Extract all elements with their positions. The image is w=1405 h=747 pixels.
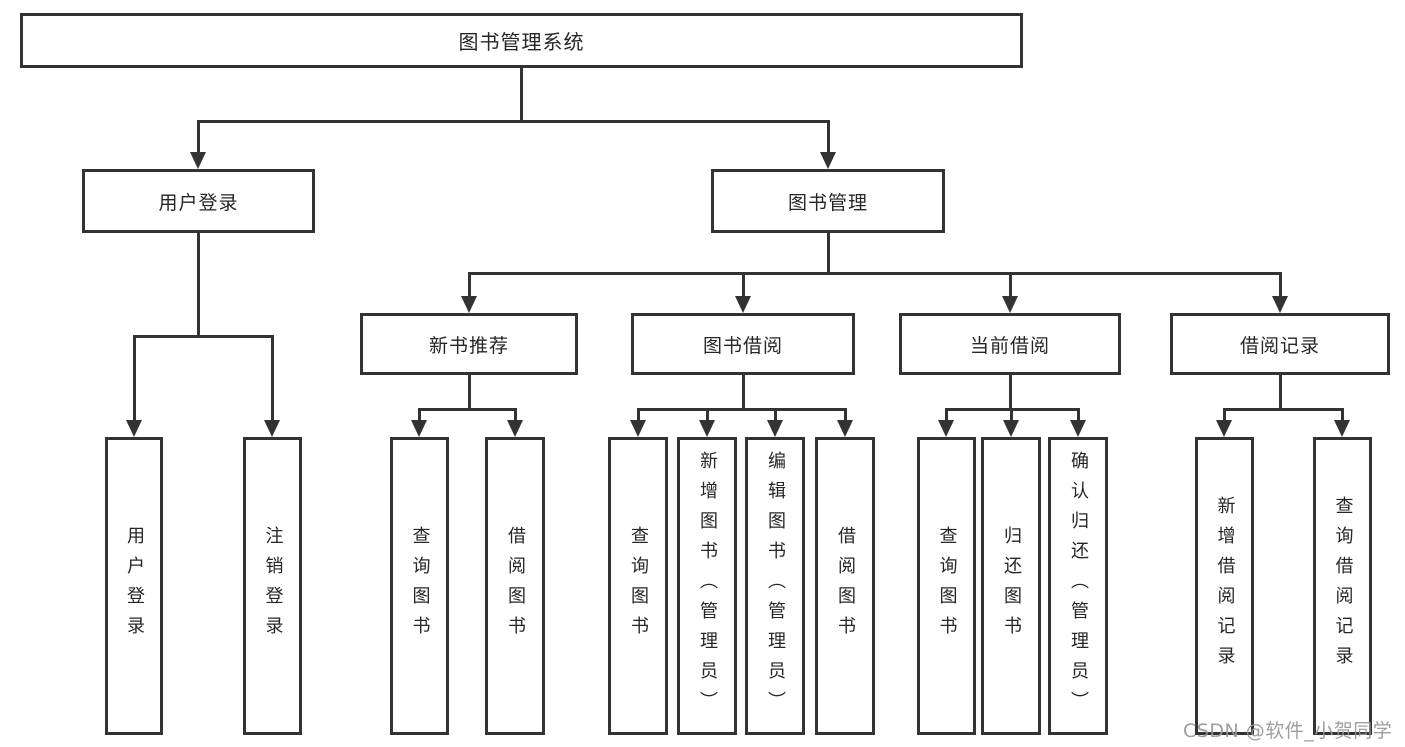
node-borrow-records: 借阅记录 xyxy=(1170,313,1390,375)
connector-rail-book-borrow-to-leaves xyxy=(636,408,847,411)
connector-drop-book-management-to-modules-2 xyxy=(1008,272,1012,297)
node-label-current-borrow: 当前借阅 xyxy=(969,334,1050,357)
connector-rail-new-book-to-leaves xyxy=(417,408,517,411)
node-label-leaf-add-record: 新增借阅记录 xyxy=(1214,496,1236,676)
arrowhead-down-icon xyxy=(1002,296,1018,313)
node-leaf-query-book-3: 查询图书 xyxy=(917,437,976,735)
node-current-borrow: 当前借阅 xyxy=(899,313,1121,375)
connector-stem-root-to-branches xyxy=(519,68,523,123)
node-label-new-book-recommend: 新书推荐 xyxy=(428,334,509,357)
arrowhead-down-icon xyxy=(767,420,783,437)
connector-drop-new-book-to-leaves-0 xyxy=(417,408,421,421)
connector-stem-current-borrow-to-leaves xyxy=(1008,375,1012,411)
arrowhead-down-icon xyxy=(1003,420,1019,437)
arrowhead-down-icon xyxy=(126,420,142,437)
connector-stem-book-borrow-to-leaves xyxy=(741,375,745,411)
node-leaf-borrow-book-1: 借阅图书 xyxy=(485,437,545,735)
connector-rail-book-management-to-modules xyxy=(467,272,1282,275)
node-leaf-query-book-1: 查询图书 xyxy=(390,437,449,735)
arrowhead-down-icon xyxy=(1070,420,1086,437)
arrowhead-down-icon xyxy=(190,152,206,169)
arrowhead-down-icon xyxy=(938,420,954,437)
node-label-leaf-query-book-3: 查询图书 xyxy=(936,526,958,646)
node-leaf-logout: 注销登录 xyxy=(243,437,302,735)
connector-drop-user-login-to-leaves-0 xyxy=(132,335,136,421)
node-label-leaf-add-book: 新增图书（管理员） xyxy=(697,451,718,721)
node-leaf-query-book-2: 查询图书 xyxy=(608,437,668,735)
node-label-leaf-edit-book: 编辑图书（管理员） xyxy=(765,451,786,721)
connector-drop-current-borrow-to-leaves-2 xyxy=(1076,408,1080,421)
node-label-user-login: 用户登录 xyxy=(158,191,239,214)
connector-stem-book-management-to-modules xyxy=(826,233,830,275)
node-leaf-borrow-book-2: 借阅图书 xyxy=(815,437,875,735)
node-label-book-borrow: 图书借阅 xyxy=(702,334,783,357)
connector-drop-current-borrow-to-leaves-1 xyxy=(1009,408,1013,421)
connector-drop-book-borrow-to-leaves-0 xyxy=(636,408,640,421)
node-book-borrow: 图书借阅 xyxy=(631,313,855,375)
node-label-leaf-borrow-book-2: 借阅图书 xyxy=(835,526,856,646)
arrowhead-down-icon xyxy=(461,296,477,313)
node-label-book-management: 图书管理 xyxy=(787,191,868,214)
connector-drop-book-borrow-to-leaves-2 xyxy=(773,408,777,421)
node-leaf-return-book: 归还图书 xyxy=(981,437,1041,735)
node-label-leaf-query-book-1: 查询图书 xyxy=(409,526,431,646)
arrowhead-down-icon xyxy=(699,420,715,437)
arrowhead-down-icon xyxy=(507,420,523,437)
connector-rail-user-login-to-leaves xyxy=(132,335,274,338)
node-user-login: 用户登录 xyxy=(82,169,315,233)
node-leaf-edit-book: 编辑图书（管理员） xyxy=(745,437,805,735)
arrowhead-down-icon xyxy=(735,296,751,313)
connector-stem-new-book-to-leaves xyxy=(467,375,471,411)
watermark-text: CSDN @软件_小贺同学 xyxy=(1183,720,1393,742)
connector-drop-borrow-records-to-leaves-1 xyxy=(1340,408,1344,421)
node-leaf-confirm-return: 确认归还（管理员） xyxy=(1048,437,1108,735)
arrowhead-down-icon xyxy=(1272,296,1288,313)
connector-drop-new-book-to-leaves-1 xyxy=(513,408,517,421)
node-label-root: 图书管理系统 xyxy=(458,30,585,54)
arrowhead-down-icon xyxy=(264,420,280,437)
arrowhead-down-icon xyxy=(1216,420,1232,437)
node-label-leaf-query-book-2: 查询图书 xyxy=(628,526,649,646)
arrowhead-down-icon xyxy=(411,420,427,437)
node-label-leaf-return-book: 归还图书 xyxy=(1001,526,1022,646)
node-label-leaf-borrow-book-1: 借阅图书 xyxy=(505,526,526,646)
node-label-leaf-logout: 注销登录 xyxy=(262,526,284,646)
arrowhead-down-icon xyxy=(837,420,853,437)
connector-drop-user-login-to-leaves-1 xyxy=(270,335,274,421)
node-label-borrow-records: 借阅记录 xyxy=(1239,334,1320,357)
connector-drop-root-to-branches-0 xyxy=(196,120,200,153)
node-root: 图书管理系统 xyxy=(20,13,1023,68)
node-new-book-recommend: 新书推荐 xyxy=(360,313,578,375)
connector-drop-book-management-to-modules-3 xyxy=(1278,272,1282,297)
node-label-leaf-confirm-return: 确认归还（管理员） xyxy=(1068,451,1089,721)
connector-drop-book-borrow-to-leaves-3 xyxy=(843,408,847,421)
connector-drop-book-management-to-modules-1 xyxy=(741,272,745,297)
node-book-management: 图书管理 xyxy=(711,169,945,233)
connector-drop-book-management-to-modules-0 xyxy=(467,272,471,297)
connector-rail-root-to-branches xyxy=(196,120,830,123)
node-leaf-add-record: 新增借阅记录 xyxy=(1195,437,1254,735)
connector-drop-current-borrow-to-leaves-0 xyxy=(944,408,948,421)
connector-drop-borrow-records-to-leaves-0 xyxy=(1222,408,1226,421)
arrowhead-down-icon xyxy=(820,152,836,169)
arrowhead-down-icon xyxy=(630,420,646,437)
node-label-leaf-query-record: 查询借阅记录 xyxy=(1332,496,1354,676)
connector-rail-borrow-records-to-leaves xyxy=(1222,408,1344,411)
arrowhead-down-icon xyxy=(1334,420,1350,437)
connector-stem-user-login-to-leaves xyxy=(196,233,200,338)
connector-drop-book-borrow-to-leaves-1 xyxy=(705,408,709,421)
node-leaf-user-login: 用户登录 xyxy=(105,437,163,735)
connector-drop-root-to-branches-1 xyxy=(826,120,830,153)
node-label-leaf-user-login: 用户登录 xyxy=(124,526,145,646)
connector-stem-borrow-records-to-leaves xyxy=(1278,375,1282,411)
node-leaf-query-record: 查询借阅记录 xyxy=(1313,437,1372,735)
node-leaf-add-book: 新增图书（管理员） xyxy=(677,437,737,735)
